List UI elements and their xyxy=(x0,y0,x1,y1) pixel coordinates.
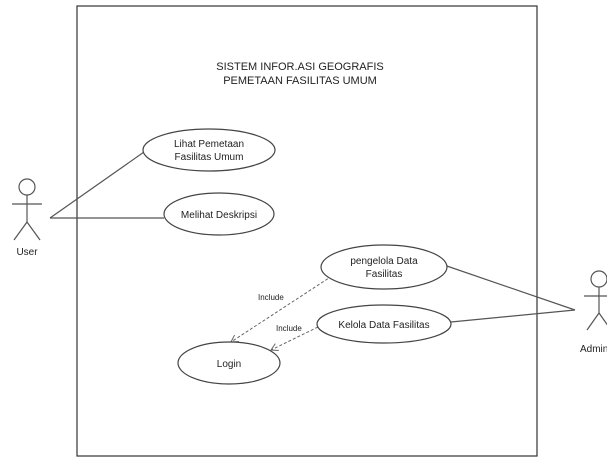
include-kelola-login xyxy=(271,326,319,350)
use-case-pengelola-data-line1: pengelola Data xyxy=(350,256,418,267)
use-case-lihat-pemetaan: Lihat Pemetaan Fasilitas Umum xyxy=(142,128,276,172)
use-case-melihat-deskripsi-label: Melihat Deskripsi xyxy=(181,210,257,221)
system-boundary xyxy=(76,5,538,457)
assoc-user-lihat-pemetaan xyxy=(49,151,145,219)
actor-admin-label: Admin xyxy=(580,344,607,355)
use-case-lihat-pemetaan-line2: Fasilitas Umum xyxy=(175,152,244,163)
actor-user-label: User xyxy=(16,247,38,258)
include-label-2: Include xyxy=(276,324,302,333)
assoc-admin-kelola-data xyxy=(450,309,576,323)
use-case-login-label: Login xyxy=(217,359,241,370)
use-case-melihat-deskripsi: Melihat Deskripsi xyxy=(163,192,275,236)
use-case-kelola-data-label: Kelola Data Fasilitas xyxy=(338,320,429,331)
use-case-pengelola-data: pengelola Data Fasilitas xyxy=(320,244,448,290)
system-title-line2: PEMETAAN FASILITAS UMUM xyxy=(223,75,377,87)
use-case-pengelola-data-line2: Fasilitas xyxy=(366,269,403,280)
assoc-admin-pengelola-data xyxy=(440,263,576,311)
actor-user: User xyxy=(12,178,42,258)
use-case-login: Login xyxy=(177,341,281,385)
actor-admin: Admin xyxy=(580,270,607,355)
include-label-1: Include xyxy=(258,293,284,302)
use-case-kelola-data: Kelola Data Fasilitas xyxy=(316,304,452,344)
system-title-line1: SISTEM INFOR.ASI GEOGRAFIS xyxy=(216,61,383,73)
actor-user-head xyxy=(18,178,36,196)
include-pengelola-login xyxy=(231,275,333,342)
use-case-lihat-pemetaan-line1: Lihat Pemetaan xyxy=(174,139,244,150)
actor-admin-head xyxy=(590,270,607,288)
